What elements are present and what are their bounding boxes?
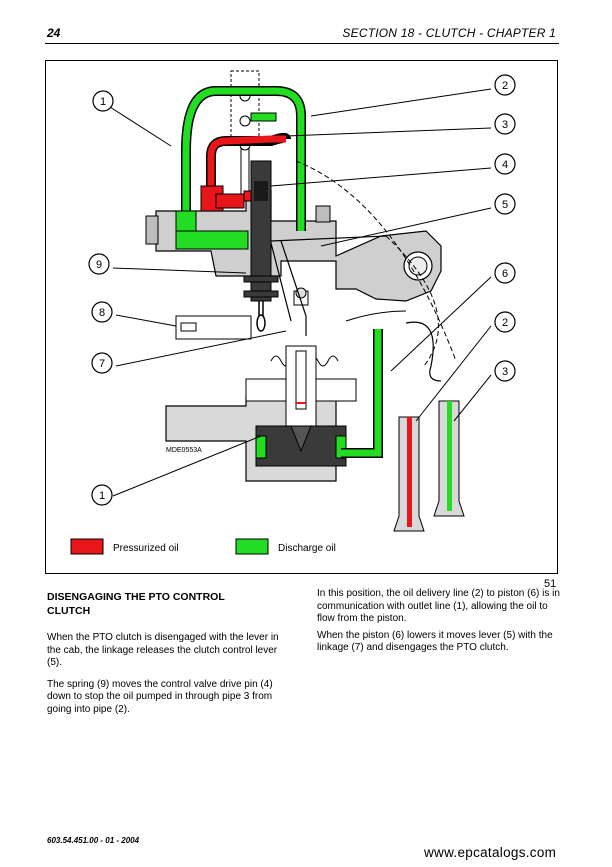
callout-label: 3 [502,366,508,378]
discharge-line-lower [341,329,383,458]
right-paragraph-2: When the piston (6) lowers it moves leve… [317,629,553,654]
heading-line-2: CLUTCH [47,605,91,617]
drawing-code: MDE0553A [166,447,202,454]
right-paragraph-1: In this position, the oil delivery line … [317,588,560,625]
piston-housing [165,345,357,482]
callout-2: 2 [494,74,516,96]
callout-layer: 1 2 3 4 5 9 8 7 6 2 3 1 [88,74,516,506]
callout-label: 4 [502,159,508,171]
callout-label: 6 [502,268,508,280]
figure-number: 51 [544,578,557,590]
valve-body-upper [145,70,442,306]
callout-3: 3 [494,113,516,135]
document-code: 603.54.451.00 - 01 - 2004 [47,836,140,845]
leader-lines [109,88,492,497]
header-rule [45,43,559,44]
callout-label: 1 [100,96,106,108]
section-title: SECTION 18 - CLUTCH - CHAPTER 1 [342,26,556,40]
callout-label: 3 [502,119,508,131]
callout-label: 2 [502,317,508,329]
pto-valve-diagram: 1 2 3 4 5 9 8 7 6 2 3 1 MDE0553A Pressurized oil Di… [70,70,516,555]
pressurized-line-upper [200,132,291,212]
left-paragraph-2: The spring (9) moves the control valve d… [47,678,273,715]
heading-line-1: DISENGAGING THE PTO CONTROL [47,591,225,603]
callout-label: 9 [96,259,102,271]
callout-6: 6 [494,262,516,284]
legend-discharge-label: Discharge oil [278,543,336,554]
callout-label: 5 [502,199,508,211]
discharge-line-upper [175,86,306,250]
callout-5: 5 [494,193,516,215]
callout-1: 1 [91,484,113,506]
control-valve-spool [243,160,279,332]
section-heading: DISENGAGING THE PTO CONTROL CLUTCH [47,590,292,618]
lever-bracket [175,315,252,340]
callout-label: 8 [99,307,105,319]
callout-8: 8 [91,301,113,323]
pipe-stubs [393,400,465,532]
callout-3: 3 [494,360,516,382]
callout-9: 9 [88,253,110,275]
legend-discharge-swatch [235,538,269,555]
page-header: 24 SECTION 18 - CLUTCH - CHAPTER 1 [0,26,612,46]
legend-pressurized-swatch [70,538,104,555]
callout-1: 1 [92,90,114,112]
site-watermark: www.epcatalogs.com [424,845,557,860]
figure-frame: 1 2 3 4 5 9 8 7 6 2 3 1 MDE0553A Pressurized oil Di… [45,60,558,574]
right-column: In this position, the oil delivery line … [317,588,563,664]
legend-pressurized-label: Pressurized oil [113,543,179,554]
callout-2: 2 [494,311,516,333]
left-paragraph-1: When the PTO clutch is disengaged with t… [47,632,279,669]
callout-label: 7 [99,358,105,370]
left-column: DISENGAGING THE PTO CONTROL CLUTCH When … [47,590,292,726]
callout-label: 2 [502,80,508,92]
callout-label: 1 [99,490,105,502]
callout-7: 7 [91,352,113,374]
legend: Pressurized oil Discharge oil [70,538,336,555]
page-number: 24 [47,26,61,40]
callout-4: 4 [494,153,516,175]
